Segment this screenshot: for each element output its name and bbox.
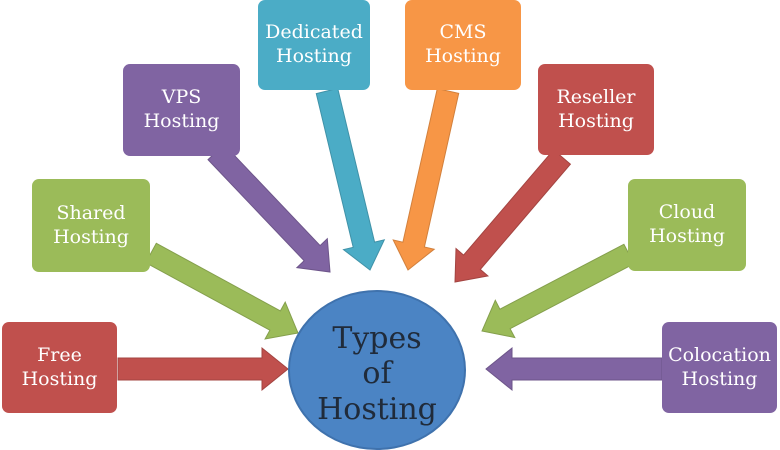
node-dedicated-hosting: Dedicated Hosting bbox=[258, 0, 370, 90]
node-free-hosting: Free Hosting bbox=[2, 322, 117, 413]
node-cms-hosting: CMS Hosting bbox=[405, 0, 521, 90]
arrow-cms-to-center bbox=[392, 88, 460, 271]
arrow-dedicated-to-center bbox=[315, 87, 386, 271]
arrow-free-to-center bbox=[117, 346, 289, 392]
node-reseller-hosting: Reseller Hosting bbox=[538, 64, 654, 155]
arrow-shared-to-center bbox=[145, 242, 299, 340]
arrow-reseller-to-center bbox=[454, 149, 572, 283]
node-colocation-hosting: Colocation Hosting bbox=[662, 322, 777, 413]
node-shared-hosting: Shared Hosting bbox=[32, 179, 150, 272]
arrow-colocation-to-center bbox=[485, 346, 663, 392]
center-circle-types-of-hosting: Types of Hosting bbox=[288, 290, 466, 450]
node-cloud-hosting: Cloud Hosting bbox=[628, 179, 746, 271]
node-vps-hosting: VPS Hosting bbox=[123, 64, 240, 156]
arrow-vps-to-center bbox=[207, 143, 331, 273]
arrow-cloud-to-center bbox=[481, 243, 635, 339]
